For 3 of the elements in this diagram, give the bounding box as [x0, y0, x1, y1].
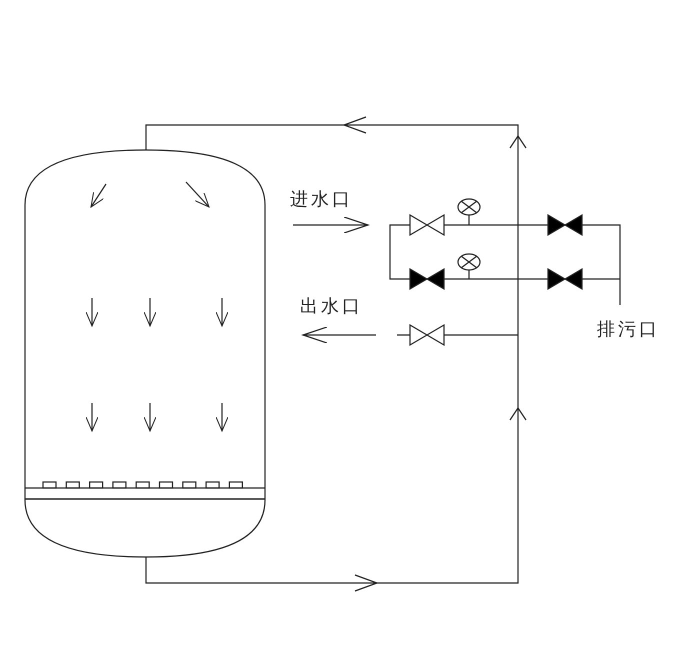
port-label: 出水口: [300, 297, 363, 317]
port-label: 进水口: [290, 190, 353, 210]
port-label: 排污口: [597, 320, 660, 340]
